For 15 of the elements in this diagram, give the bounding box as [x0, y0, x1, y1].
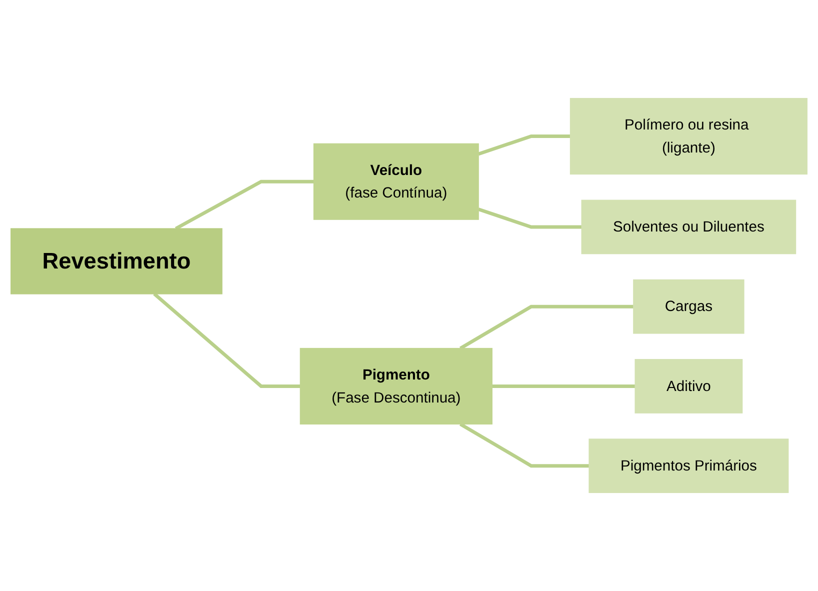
- node-box: Revestimento: [10, 228, 222, 294]
- connector: [459, 304, 634, 350]
- node-box: Pigmentos Primários: [588, 438, 789, 494]
- connector: [459, 422, 590, 468]
- node-box: Aditivo: [634, 359, 743, 414]
- node-box: Veículo (fase Contínua): [313, 143, 479, 220]
- connector: [174, 180, 314, 230]
- node-box: Polímero ou resina (ligante): [570, 98, 808, 175]
- connector: [478, 134, 570, 156]
- node-box: Cargas: [633, 279, 744, 334]
- connector: [492, 384, 636, 388]
- connector: [478, 208, 582, 229]
- connector: [153, 292, 300, 388]
- node-box: Solventes ou Diluentes: [581, 200, 796, 254]
- node-box: Pigmento (Fase Descontinua): [300, 348, 492, 424]
